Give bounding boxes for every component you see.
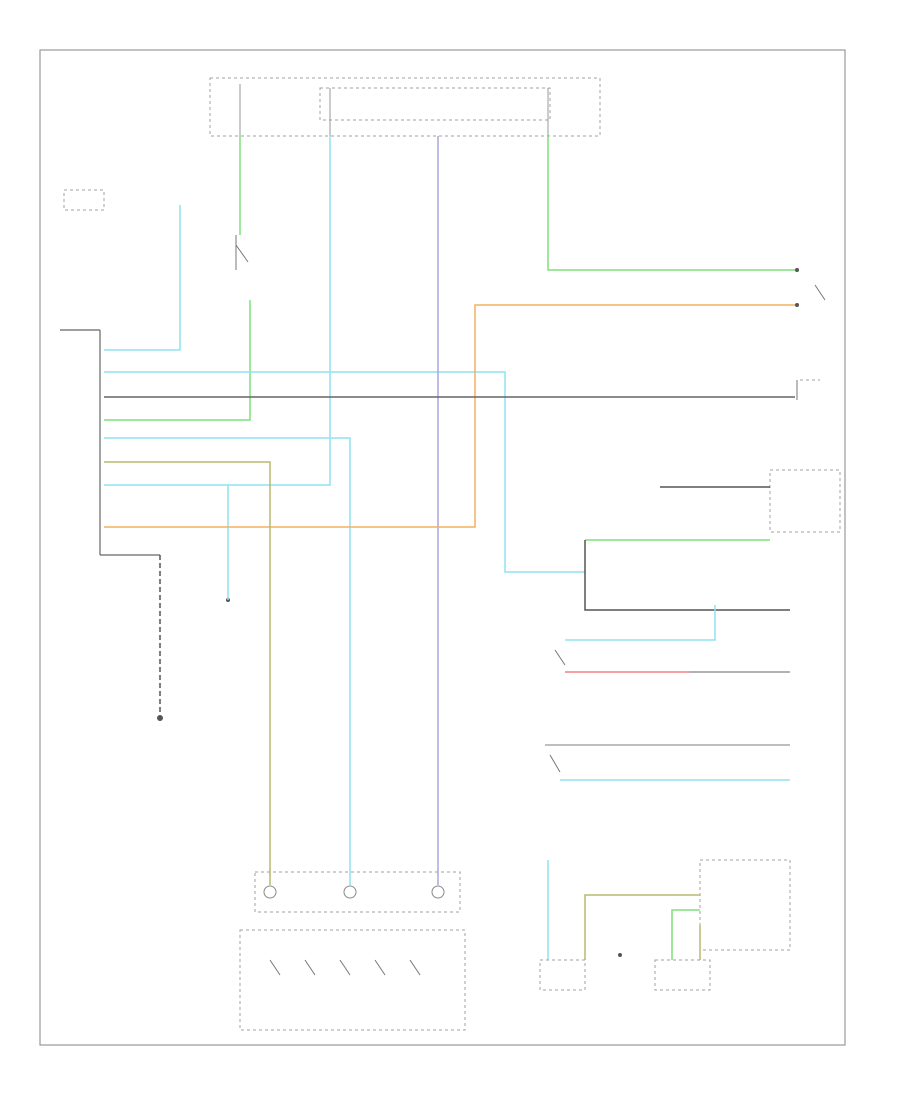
steering-connector-3 bbox=[431, 885, 445, 899]
lower-right-connectors bbox=[539, 859, 791, 991]
wire-cyan-pcm-to-trs bbox=[104, 371, 585, 573]
fuse-panel-box bbox=[209, 77, 601, 137]
brake-on-off-switch bbox=[795, 268, 826, 307]
wire-green-fuse-to-brake-switch bbox=[547, 136, 795, 271]
wire-cyan-pcm-to-steering bbox=[104, 437, 351, 885]
steering-contact-4 bbox=[374, 959, 386, 976]
wire-cyan-fuse-to-pcm bbox=[104, 136, 331, 486]
wire-black-clutch bbox=[584, 540, 790, 611]
wire-cyan-cluster-to-pcm bbox=[104, 205, 181, 351]
steering-connector-1 bbox=[263, 885, 277, 899]
brake-switch-terminal-2 bbox=[795, 303, 799, 307]
servo-switch-blade bbox=[549, 754, 561, 773]
trs-box bbox=[769, 469, 841, 533]
brake-switch-blade bbox=[814, 284, 826, 301]
brake-pedal-switch bbox=[235, 235, 249, 270]
fuse-panel bbox=[209, 77, 601, 137]
wire-olive-lower bbox=[584, 894, 700, 960]
speed-control-servo bbox=[545, 744, 790, 781]
lower-ground-point bbox=[618, 953, 622, 957]
steering-connector-2 bbox=[343, 885, 357, 899]
connector-block bbox=[699, 859, 791, 951]
diagram-frame bbox=[39, 49, 846, 1046]
clutch-pedal-switch bbox=[554, 540, 790, 673]
instrument-cluster bbox=[63, 189, 105, 211]
steering-wheel-switch bbox=[239, 871, 466, 1031]
ground bbox=[157, 555, 163, 721]
lower-module-1 bbox=[539, 959, 586, 991]
speed-control-relay bbox=[796, 379, 820, 400]
steering-switch-upper bbox=[254, 871, 461, 913]
wire-orange-pcm-to-brake-switch bbox=[104, 304, 795, 528]
ground-point bbox=[157, 715, 163, 721]
powertrain-control-module bbox=[60, 329, 160, 556]
steering-contact-1 bbox=[269, 959, 281, 976]
steering-contact-2 bbox=[304, 959, 316, 976]
transmission-range-sensor bbox=[585, 469, 841, 541]
brake-switch-terminal-1 bbox=[795, 268, 799, 272]
steering-contact-5 bbox=[409, 959, 421, 976]
fuse-panel-inner bbox=[319, 87, 551, 121]
clutch-switch-blade bbox=[554, 649, 566, 666]
wire-green-switch-to-pcm bbox=[104, 300, 251, 421]
wire-green-lower bbox=[671, 909, 700, 960]
wire-olive-pcm-to-steering bbox=[104, 461, 271, 885]
lower-module-2 bbox=[654, 959, 711, 991]
steering-switch-lower bbox=[239, 929, 466, 1031]
steering-contact-3 bbox=[339, 959, 351, 976]
instrument-cluster-box bbox=[63, 189, 105, 211]
wire-cyan-clutch bbox=[565, 605, 716, 641]
brake-pedal-switch-blade bbox=[235, 244, 249, 263]
